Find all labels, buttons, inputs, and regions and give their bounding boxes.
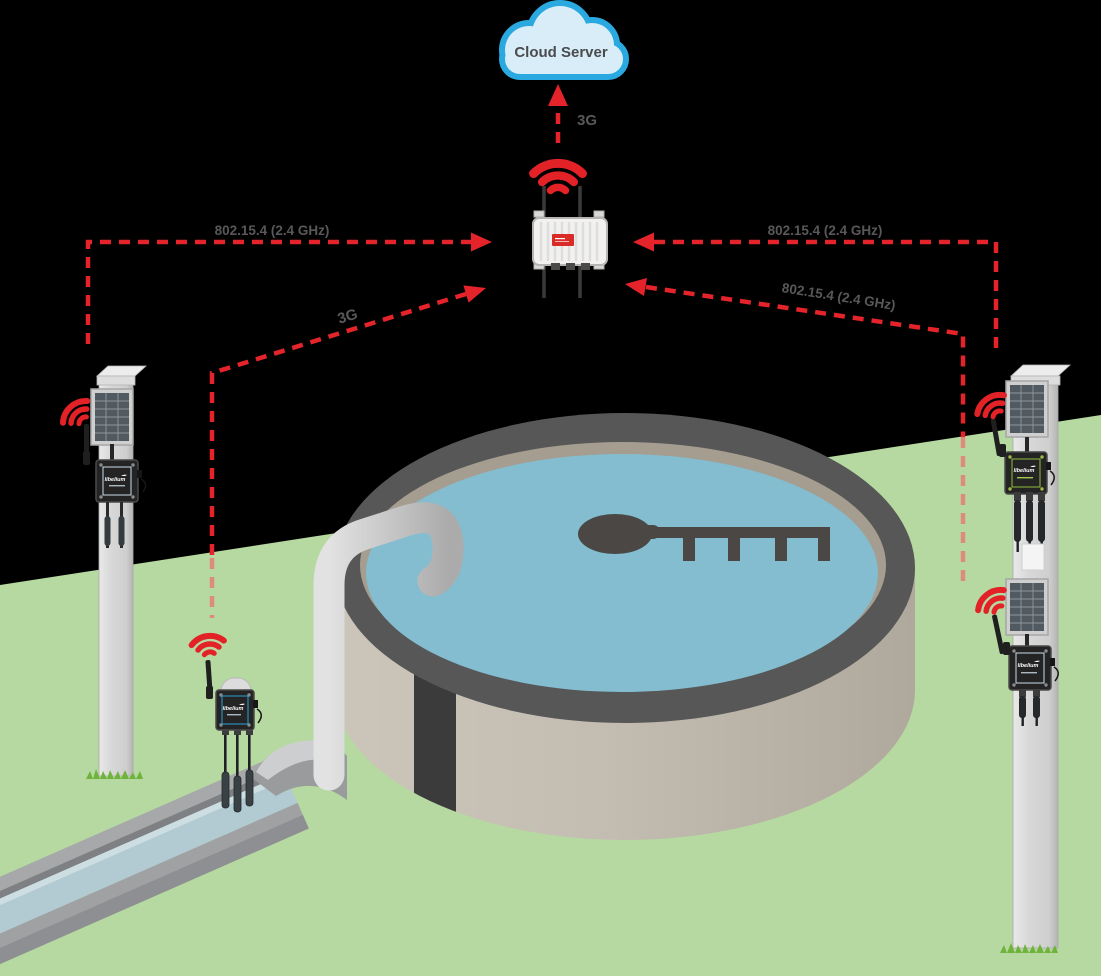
- inlet-pipe: [313, 502, 464, 791]
- pole-label-plate: [1021, 543, 1045, 571]
- bottom-connector: [551, 263, 560, 270]
- arrow-right-icon: [471, 232, 492, 252]
- link-arrowheads: [463, 84, 654, 303]
- libelium-logo: libelium: [223, 706, 244, 712]
- link-right-upper-node-to-gateway: [654, 239, 999, 352]
- cloud-server-label: Cloud Server: [514, 44, 608, 61]
- cloud-server: Cloud Server: [499, 0, 629, 80]
- arrow-upleft-icon: [625, 278, 647, 296]
- libelium-bird-icon: [121, 474, 127, 476]
- libelium-bird-icon: [1034, 660, 1040, 662]
- antenna-base: [206, 686, 213, 699]
- tank-water-surface: [366, 454, 878, 692]
- libelium-logo: libelium: [105, 477, 126, 483]
- water-tank: [335, 413, 915, 840]
- label-3g-node: 3G: [336, 306, 360, 328]
- radio-links: [85, 100, 999, 618]
- mount-tab: [593, 210, 605, 218]
- solar-panel-icon: [90, 388, 134, 446]
- water-canal: [0, 755, 309, 976]
- sensor-node-right-upper: libelium: [973, 380, 1055, 552]
- antenna: [990, 418, 1002, 457]
- side-connector: [137, 470, 142, 478]
- sensor-node-right-lower: libelium: [974, 578, 1059, 726]
- cable: [1053, 666, 1059, 682]
- arrow-left-icon: [633, 232, 654, 252]
- solar-panel-icon: [1005, 380, 1049, 438]
- waspmote-box-left: libelium: [95, 459, 147, 503]
- bottom-connector: [581, 263, 590, 270]
- panel-mount-rod: [1025, 437, 1029, 453]
- panel-mount-rod: [1025, 634, 1029, 648]
- panel-mount-rod: [110, 444, 114, 462]
- sensor-node-left: libelium: [58, 365, 148, 779]
- label-3g-uplink: 3G: [577, 112, 597, 129]
- cable: [1049, 470, 1055, 486]
- bottom-connector: [566, 263, 575, 270]
- antenna-base: [83, 451, 90, 465]
- libelium-logo: libelium: [1014, 468, 1035, 474]
- gateway-device: [533, 163, 608, 298]
- side-connector: [1050, 658, 1055, 666]
- link-middle-node-to-gateway: [209, 291, 467, 558]
- enclosure-ridges: [539, 222, 599, 261]
- side-connector: [1046, 462, 1051, 470]
- pole-cap-front: [96, 375, 136, 386]
- arrow-up-icon: [548, 84, 568, 106]
- probes: [1019, 690, 1040, 726]
- label-zigbee-right: 802.15.4 (2.4 GHz): [768, 223, 883, 238]
- grass-tuft: [86, 769, 143, 779]
- libelium-bird-icon: [1030, 465, 1036, 467]
- tank-skimmer-bridge: [578, 514, 830, 561]
- side-connector: [253, 700, 258, 708]
- antenna-base: [999, 444, 1006, 457]
- probes: [1014, 492, 1045, 552]
- waspmote-box-right-lower: libelium: [1008, 645, 1059, 691]
- antenna: [992, 614, 1005, 655]
- label-zigbee-left: 802.15.4 (2.4 GHz): [215, 223, 330, 238]
- probes: [104, 502, 125, 548]
- grass-tuft: [1000, 943, 1058, 953]
- cable: [256, 708, 262, 724]
- arrow-upright-icon: [463, 285, 486, 303]
- antenna-base: [1003, 642, 1010, 655]
- waspmote-box-right-upper: libelium: [1004, 451, 1055, 495]
- link-right-lower-node-to-gateway: [645, 284, 966, 437]
- sensor-node-middle: libelium: [191, 634, 262, 813]
- link-left-node-to-gateway: [85, 239, 472, 352]
- libelium-bird-icon: [239, 703, 245, 705]
- waspmote-box-middle: libelium: [215, 689, 262, 731]
- solar-panel-icon: [1005, 578, 1049, 636]
- cable: [140, 478, 147, 493]
- libelium-logo: libelium: [1018, 663, 1039, 669]
- sensor-pole-right: libelium: [973, 364, 1072, 953]
- mount-tab: [533, 210, 545, 218]
- gateway-brand-badge: [552, 234, 574, 246]
